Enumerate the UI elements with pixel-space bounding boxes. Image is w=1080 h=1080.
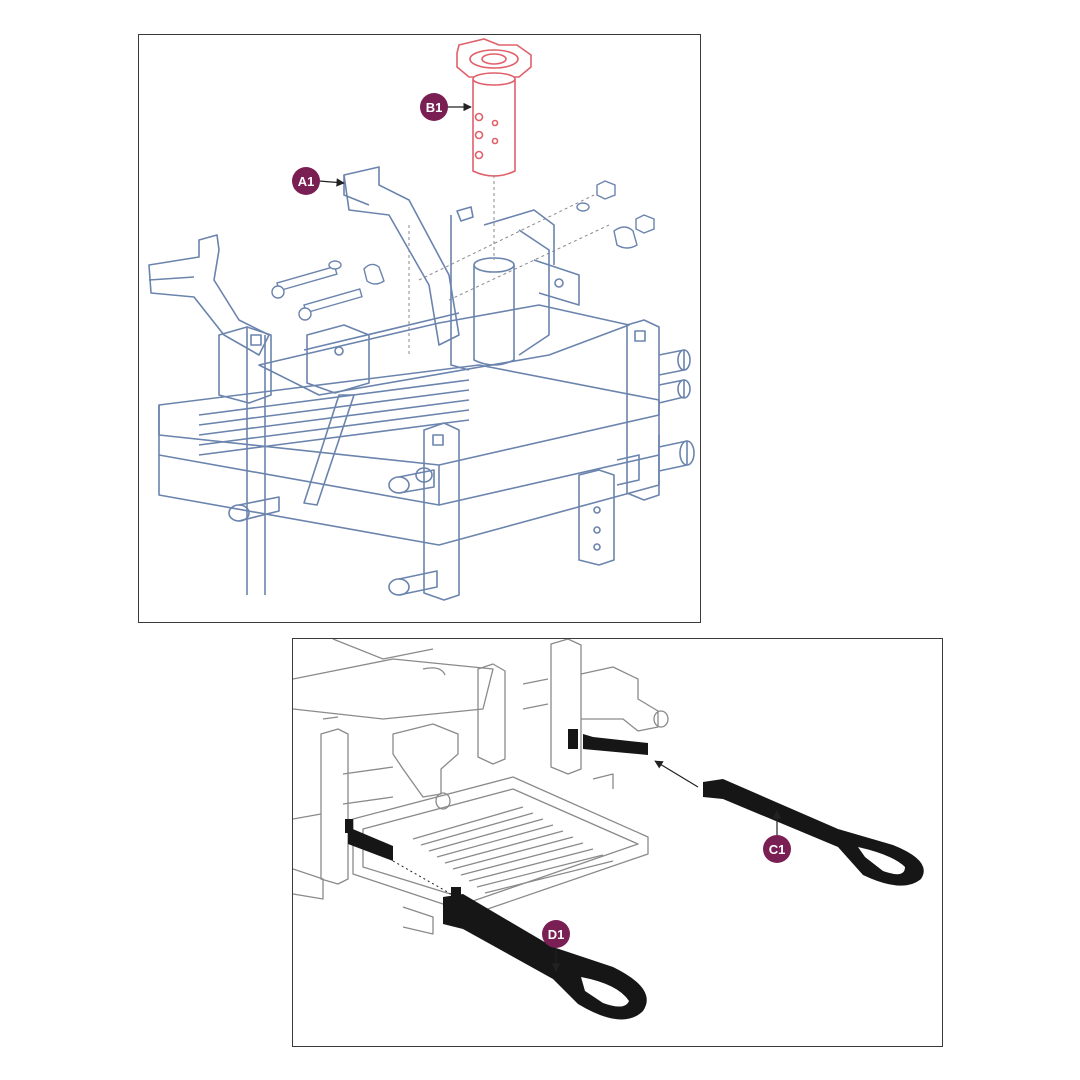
- callout-leaders: [318, 102, 472, 187]
- callout-a1-badge: [292, 167, 320, 195]
- strap-installation-drawing: C1 D1: [293, 639, 924, 1020]
- frame-outline: [293, 639, 669, 935]
- strap-installation-panel: C1 D1: [292, 638, 943, 1047]
- callout-b1: B1: [420, 93, 448, 121]
- callout-a1: A1: [292, 167, 320, 195]
- mounting-hardware: [271, 180, 655, 321]
- seat-post-tube: [456, 38, 532, 177]
- alignment-guides: [408, 175, 610, 355]
- callout-c1: C1: [763, 835, 791, 863]
- callout-c1-badge: [763, 835, 791, 863]
- callout-c1-label: C1: [769, 842, 786, 857]
- frame-assembly-drawing: A1 B1: [148, 38, 695, 601]
- callout-b1-badge: [420, 93, 448, 121]
- callout-a1-label: A1: [298, 174, 315, 189]
- main-frame: [148, 166, 695, 601]
- callout-b1-label: B1: [426, 100, 443, 115]
- strap-c1: [568, 729, 924, 886]
- strap-guides: [392, 860, 452, 895]
- frame-assembly-panel: A1 B1: [138, 34, 701, 623]
- callout-d1: D1: [542, 920, 570, 948]
- callout-leaders: [551, 760, 782, 972]
- callout-d1-badge: [542, 920, 570, 948]
- strap-d1: [345, 819, 647, 1020]
- callout-d1-label: D1: [548, 927, 565, 942]
